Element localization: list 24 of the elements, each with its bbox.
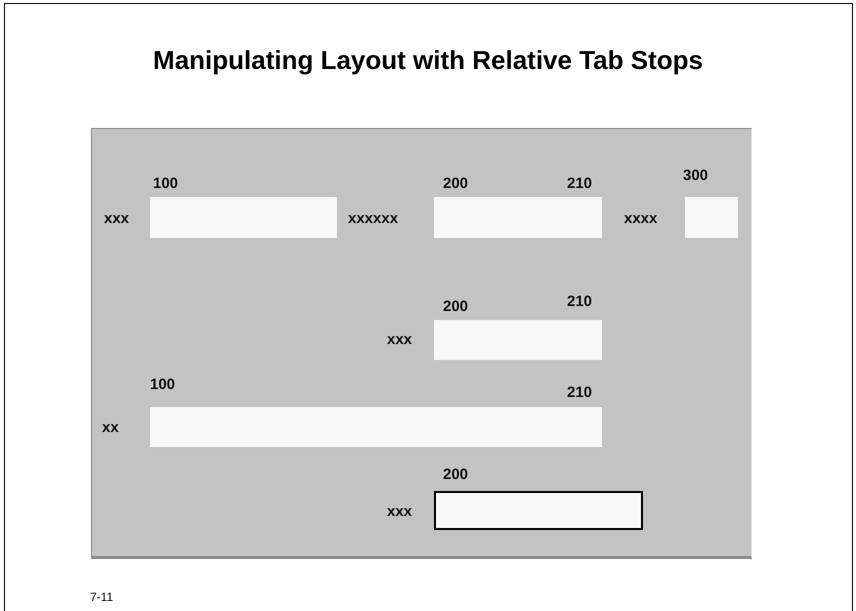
input-field <box>434 491 643 530</box>
field-label: xxxx <box>624 210 658 227</box>
layout-panel <box>91 128 752 559</box>
tab-stop-number: 210 <box>567 384 592 401</box>
field-label: xx <box>102 419 119 436</box>
field-label: xxx <box>387 331 412 348</box>
tab-stop-number: 200 <box>443 298 468 315</box>
input-field <box>685 197 738 238</box>
tab-stop-number: 200 <box>443 466 468 483</box>
field-label: xxx <box>387 503 412 520</box>
page-number: 7-11 <box>90 589 114 606</box>
input-field <box>150 407 602 447</box>
tab-stop-number: 300 <box>683 167 708 184</box>
input-field <box>434 320 602 360</box>
field-label: xxx <box>104 210 130 227</box>
tab-stop-number: 100 <box>150 376 176 393</box>
tab-stop-number: 100 <box>153 175 178 192</box>
input-field <box>434 197 602 238</box>
input-field <box>150 197 337 238</box>
title: Manipulating Layout with Relative Tab Stops <box>152 44 704 76</box>
tab-stop-number: 200 <box>443 175 468 192</box>
tab-stop-number: 210 <box>567 293 592 310</box>
field-label: xxxxxx <box>348 210 398 227</box>
tab-stop-number: 210 <box>567 175 592 192</box>
